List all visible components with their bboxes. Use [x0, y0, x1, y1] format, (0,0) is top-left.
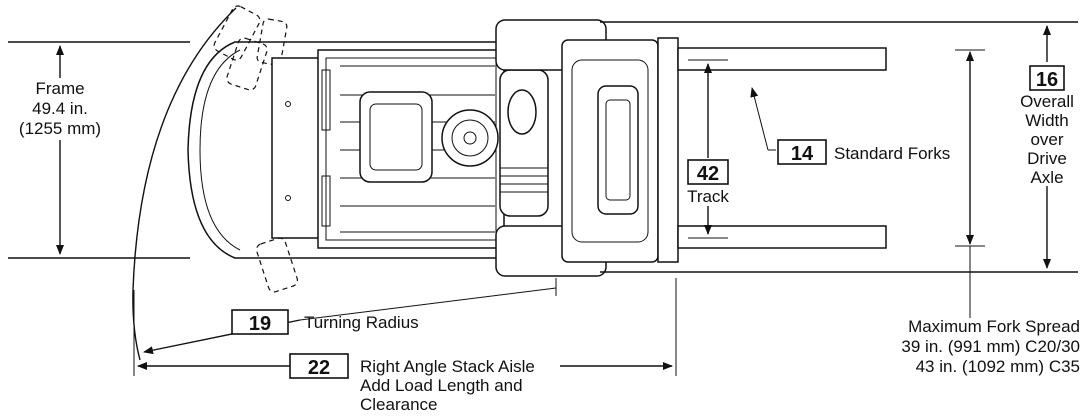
frame-value-mm: (1255 mm) — [19, 119, 101, 138]
fork-spread-dimension: Maximum Fork Spread 39 in. (991 mm) C20/… — [901, 49, 1080, 376]
frame-label: Frame — [35, 79, 84, 98]
callout-number-42: 42 — [697, 163, 719, 185]
fork-spread-line-3: 43 in. (1092 mm) C35 — [916, 357, 1080, 376]
callout-box-16 — [1029, 65, 1065, 91]
carriage — [657, 37, 679, 263]
callout-number-14: 14 — [791, 143, 814, 165]
callout-box-22 — [289, 353, 349, 379]
overall-width-dimension: 16 Overall Width over Drive Axle — [600, 21, 1084, 273]
callout-number-19: 19 — [249, 313, 271, 335]
fork-spread-line-2: 39 in. (991 mm) C20/30 — [901, 337, 1080, 356]
stack-aisle-line-3: Clearance — [360, 395, 438, 414]
turning-radius-callout: 19 Turning Radius — [132, 7, 557, 361]
fork-right — [677, 225, 887, 249]
overall-width-line-3: over — [1030, 130, 1063, 149]
overall-width-line-5: Axle — [1030, 168, 1063, 187]
frame-dimension: Frame 49.4 in. (1255 mm) — [8, 41, 190, 259]
lift-cylinder — [597, 85, 639, 215]
overall-width-line-1: Overall — [1020, 92, 1074, 111]
track-label: Track — [687, 187, 729, 206]
overall-width-line-2: Width — [1025, 111, 1068, 130]
steering-wheel — [441, 109, 499, 167]
stack-aisle-line-2: Add Load Length and — [360, 376, 523, 395]
counterweight-inner-edge — [199, 49, 241, 251]
standard-forks-label: Standard Forks — [834, 144, 950, 163]
deck-plate — [271, 57, 325, 239]
stack-aisle-dimension: 22 Right Angle Stack Aisle Add Load Leng… — [133, 278, 677, 414]
forklift-top-view — [187, 5, 887, 293]
track-dimension: 42 Track — [680, 59, 736, 239]
callout-number-16: 16 — [1036, 69, 1058, 91]
standard-forks-callout: 14 Standard Forks — [750, 87, 950, 165]
hydraulic-levers — [500, 167, 548, 193]
callout-box-42 — [687, 159, 729, 185]
overall-width-line-4: Drive — [1027, 149, 1067, 168]
callout-box-14 — [777, 139, 827, 165]
stack-aisle-line-1: Right Angle Stack Aisle — [360, 357, 535, 376]
fork-spread-line-1: Maximum Fork Spread — [908, 317, 1080, 336]
turning-radius-label: Turning Radius — [304, 313, 419, 332]
fork-left — [677, 47, 887, 71]
operator-seat — [359, 91, 433, 183]
frame-value-in: 49.4 in. — [32, 99, 88, 118]
control-levers — [507, 89, 537, 135]
callout-number-22: 22 — [308, 357, 330, 379]
callout-box-19 — [231, 309, 289, 335]
